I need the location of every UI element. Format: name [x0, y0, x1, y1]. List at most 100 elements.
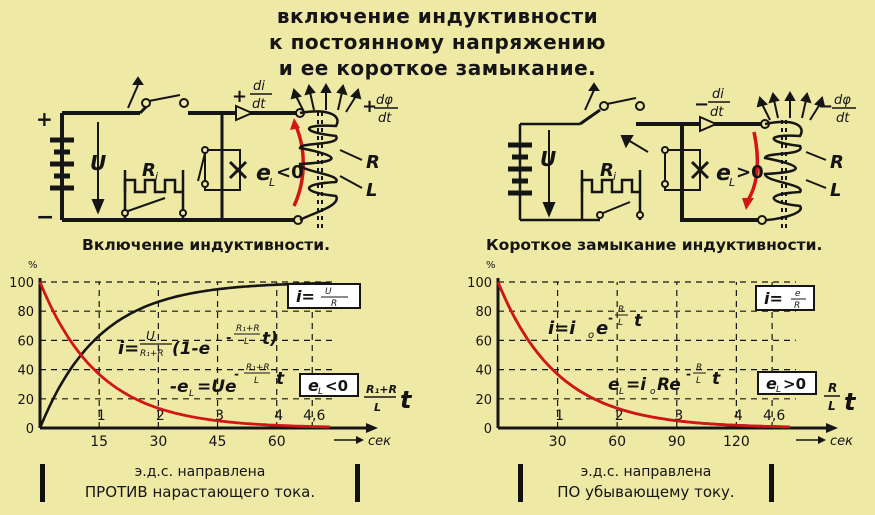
- left-axis-label-den: L: [374, 401, 381, 414]
- left-bypass-switch: [121, 197, 187, 217]
- right-tau-tick-2: 3: [674, 408, 683, 424]
- right-resistor-r1: [580, 178, 640, 194]
- right-formula-e-re: Re: [657, 375, 681, 395]
- right-dphi-den: dt: [836, 111, 850, 126]
- left-dphi-sign: +: [362, 96, 377, 117]
- right-battery: [508, 142, 532, 196]
- left-box-bottom-label: e: [308, 376, 319, 395]
- left-formula-e-sub: L: [189, 389, 194, 399]
- left-formula-i-rest: (1-e: [172, 339, 210, 359]
- left-formula-i: i=: [118, 338, 139, 359]
- left-minus-sign: −: [36, 205, 54, 230]
- right-y-tick-100: 100: [467, 276, 492, 291]
- right-l-label: L: [830, 180, 841, 201]
- right-flux-arrows: [756, 90, 826, 121]
- right-r1-sub: i: [613, 170, 616, 183]
- left-y-tick-60: 60: [17, 334, 34, 349]
- right-formula-e-sub: L: [619, 387, 624, 397]
- left-tau-tick-2: 3: [215, 408, 224, 424]
- left-formula-i-num: U: [146, 329, 155, 343]
- left-fuse-box: [204, 149, 241, 191]
- right-axis-label-den: L: [828, 399, 836, 413]
- left-y-tick-40: 40: [17, 364, 34, 379]
- left-note-bar-right: [355, 464, 360, 502]
- left-middle-switch: [197, 146, 248, 188]
- right-emf-sub: L: [729, 176, 735, 189]
- left-formula-i-den: R₁+R: [140, 349, 164, 359]
- left-box-current: i= U R: [287, 283, 361, 309]
- left-y-tick-20: 20: [17, 393, 34, 408]
- left-di-num: di: [253, 79, 265, 94]
- left-tau-tick-0: 1: [97, 408, 106, 424]
- right-di-den: dt: [710, 105, 724, 120]
- right-axis-label-t: t: [844, 388, 857, 416]
- left-emf-formula: -e L =Ue - R₁+R L t: [170, 363, 285, 399]
- right-bypass-switch: [596, 201, 644, 219]
- right-tau-tick-0: 1: [555, 408, 564, 424]
- right-formula-e-t: t: [712, 369, 721, 389]
- right-y-tick-20: 20: [475, 393, 492, 408]
- left-tau-tick-4: 4,6: [303, 408, 325, 424]
- right-voltage-arrow: [542, 130, 556, 218]
- right-formula-i-rest: e: [596, 318, 608, 339]
- left-voltage-label: U: [90, 151, 106, 175]
- left-box-top-den: R: [331, 299, 337, 309]
- right-sec-tick-1: 60: [608, 434, 626, 450]
- left-r1-label: R: [142, 160, 156, 181]
- right-tau-tick-1: 2: [615, 408, 624, 424]
- title-line-2: к постоянному напряжению: [269, 30, 606, 54]
- left-formula-e-t: t: [276, 369, 285, 389]
- right-current-formula: i=i o e - R L t: [548, 305, 643, 341]
- right-box-emf: e L >0: [757, 371, 817, 395]
- left-r1-sub: i: [155, 170, 158, 183]
- right-box-top-den: R: [794, 301, 800, 311]
- left-x-axis-arrowhead: [366, 423, 378, 433]
- left-resistor-r1: [123, 178, 183, 194]
- right-formula-e-exp: R: [696, 363, 702, 373]
- right-formula-e-exp-den: L: [696, 376, 701, 386]
- right-sec-tick-0: 30: [549, 434, 567, 450]
- right-sec-tick-2: 90: [668, 434, 686, 450]
- right-curve-0: [496, 281, 790, 429]
- right-formula-i-t: t: [634, 311, 643, 331]
- right-formula-i-exp-den: L: [618, 318, 623, 328]
- left-flux-arrows: [290, 82, 362, 113]
- left-sec-unit: сек: [368, 434, 391, 449]
- left-y-tick-100: 100: [9, 276, 34, 291]
- right-box-bottom-cond: >0: [783, 375, 806, 393]
- right-coil-inductor: [763, 120, 803, 230]
- right-di-num: di: [712, 87, 724, 102]
- right-middle-switch: [661, 146, 710, 188]
- left-tau-tick-3: 4: [274, 408, 283, 424]
- left-formula-i-exp: R₁+R: [236, 324, 260, 334]
- left-coil-inductor: [298, 110, 339, 228]
- left-formula-i-end: t): [262, 329, 278, 349]
- left-y-tick-0: 0: [26, 422, 34, 437]
- right-pointer-arrow-icon: [620, 135, 649, 153]
- right-y-tick-80: 80: [475, 305, 492, 320]
- left-y-tick-80: 80: [17, 305, 34, 320]
- left-note-bar-left: [40, 464, 45, 502]
- right-emf-formula: e L =i o Re - R L t: [608, 363, 721, 397]
- right-l-pointer: [805, 179, 827, 189]
- right-x-axis-arrowhead: [826, 423, 838, 433]
- left-tau-axis-label: R₁+R L t: [364, 383, 413, 414]
- right-dphi-sign: −: [818, 96, 833, 117]
- left-axis-label-num: R₁+R: [366, 383, 397, 396]
- right-note-bar-left: [518, 464, 523, 502]
- left-box-top-label: i=: [296, 287, 315, 306]
- left-sec-tick-0: 15: [90, 434, 108, 450]
- left-note-line-2: ПРОТИВ нарастающего тока.: [84, 483, 316, 501]
- right-sec-tick-3: 120: [723, 434, 750, 450]
- right-emf-arrow: [746, 131, 760, 201]
- left-main-switch: [138, 94, 189, 115]
- left-emf-arrowhead: [290, 118, 300, 130]
- left-l-label: L: [366, 180, 377, 201]
- title-line-3: и ее короткое замыкание.: [278, 56, 597, 80]
- right-emf-arrowhead: [742, 198, 754, 210]
- right-y-tick-0: 0: [484, 422, 492, 437]
- left-formula-i-exp-den: L: [244, 337, 249, 347]
- left-dphi-num: dφ: [376, 93, 393, 108]
